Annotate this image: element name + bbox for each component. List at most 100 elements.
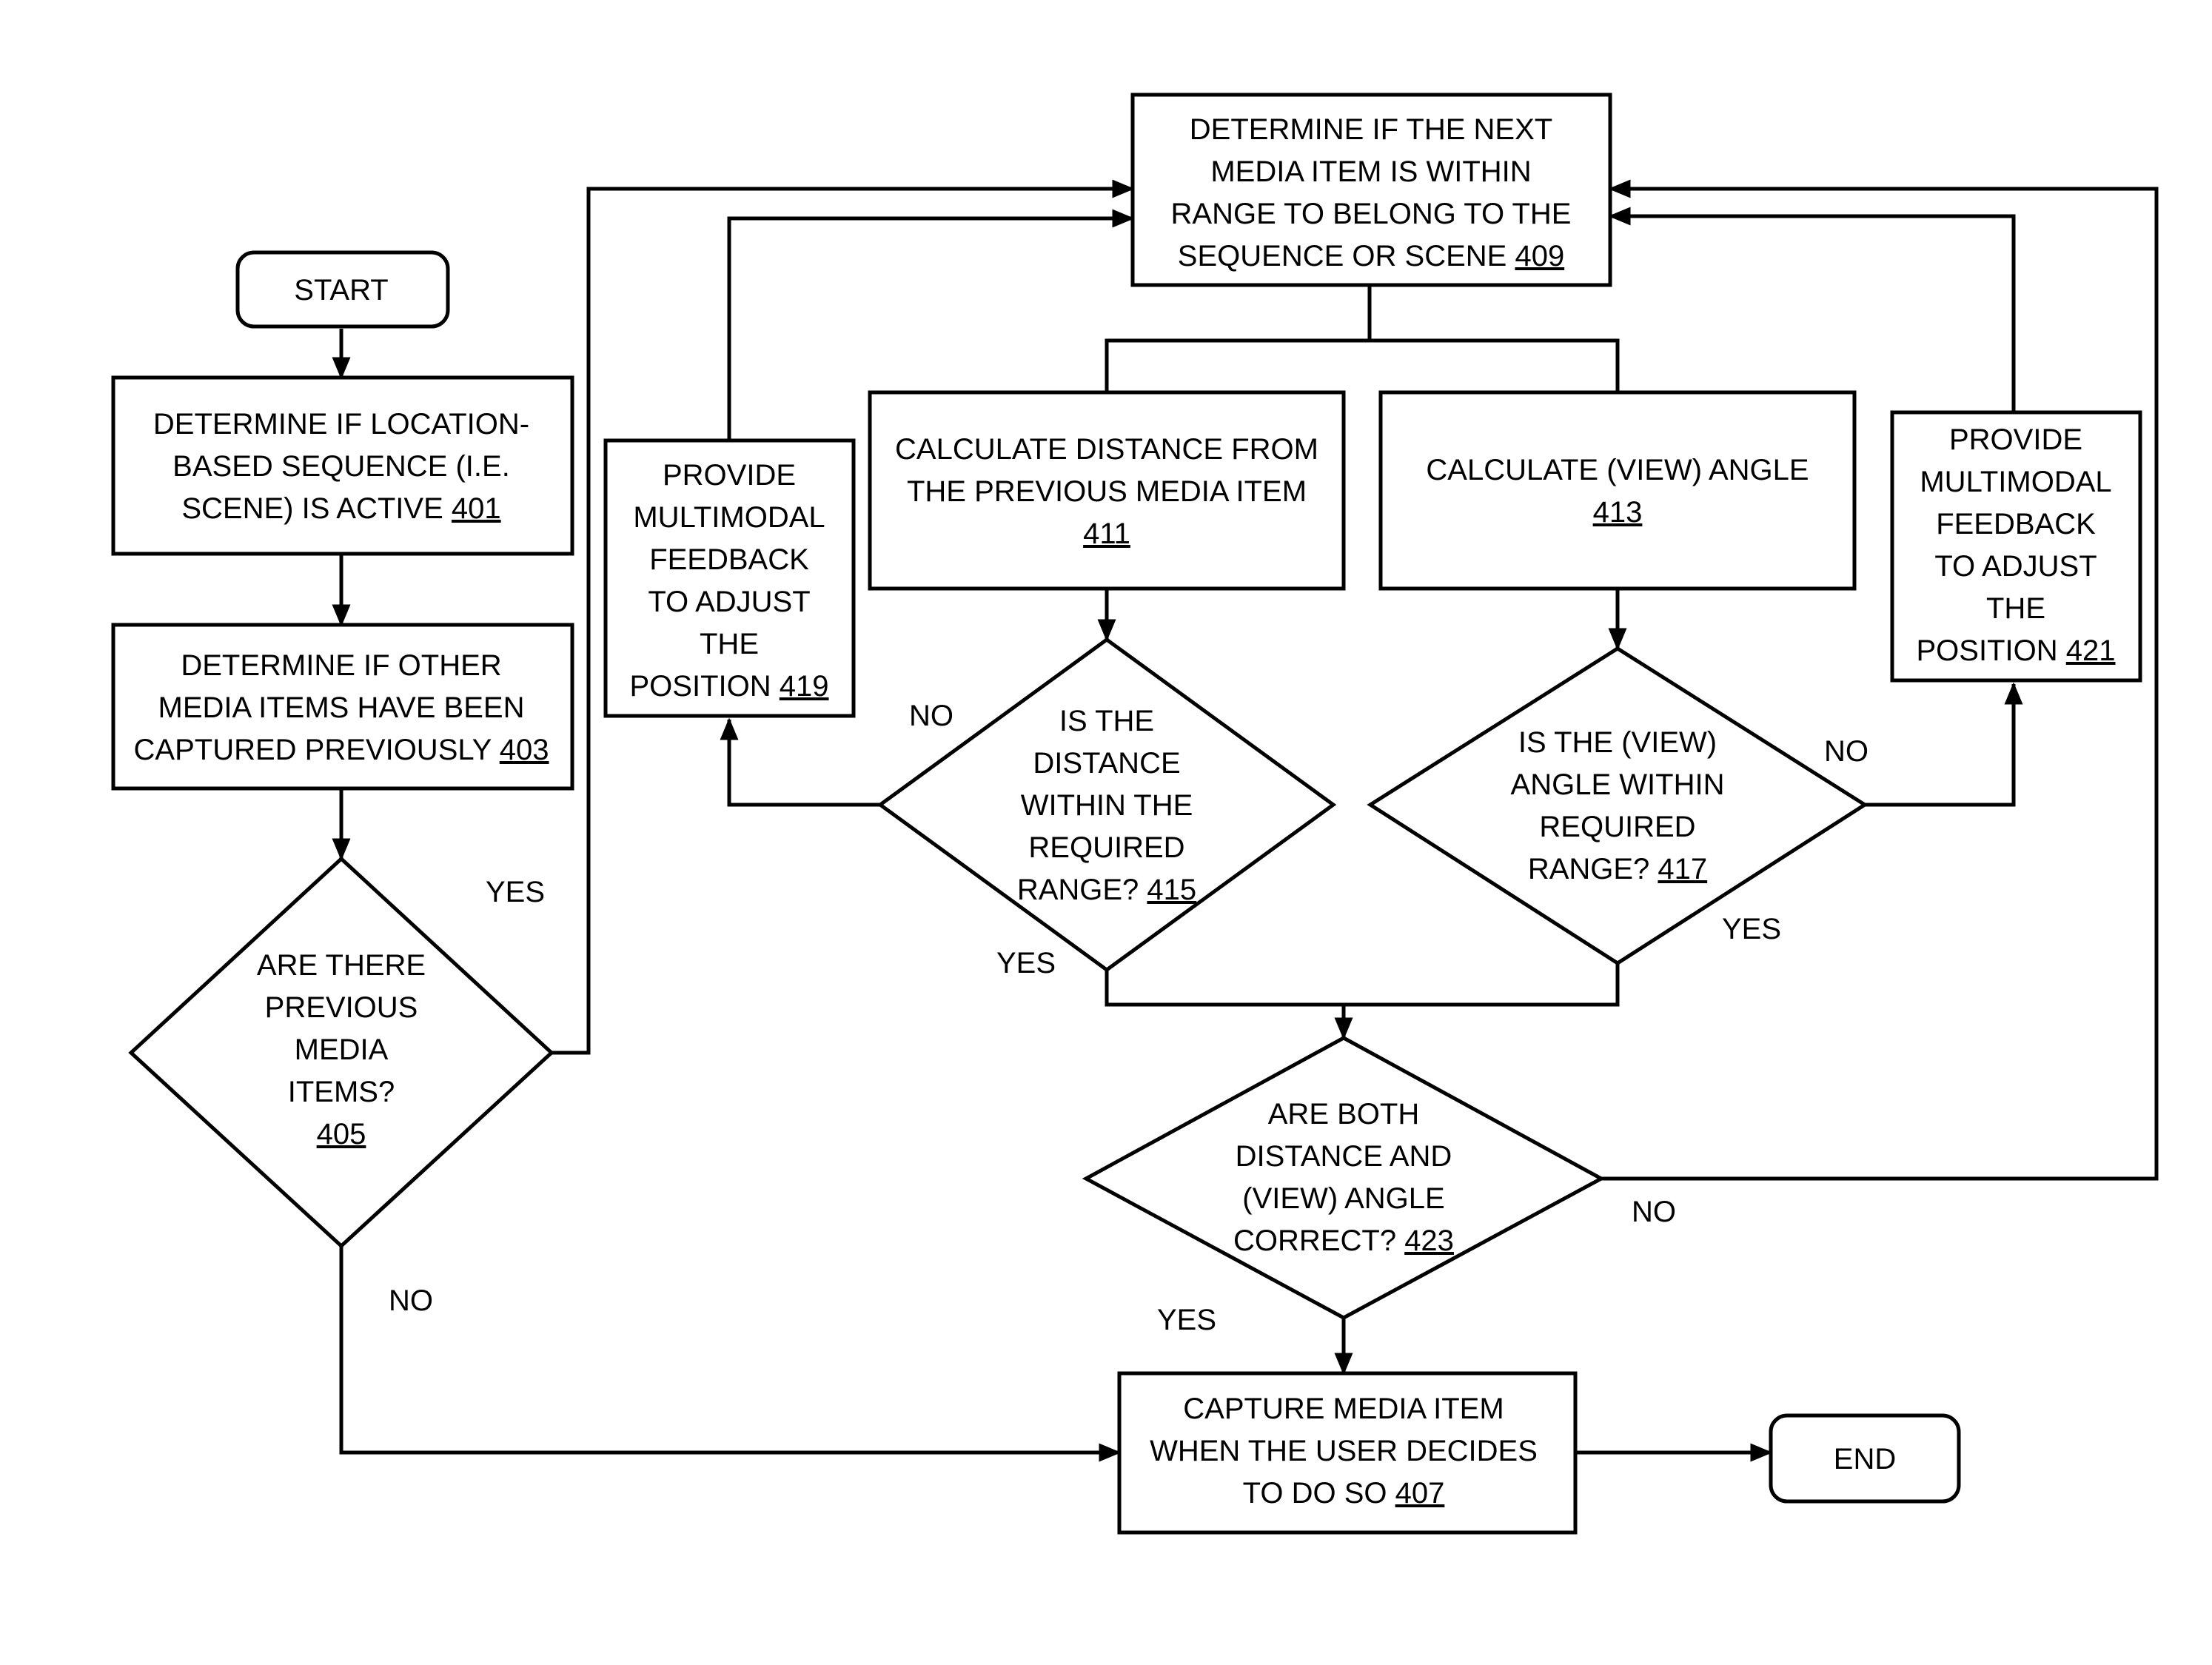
n419-line-text: MULTIMODAL: [633, 501, 825, 534]
n409-line-text: MEDIA ITEM IS WITHIN: [1210, 155, 1531, 188]
n411-line-text: CALCULATE DISTANCE FROM: [895, 433, 1318, 466]
n415-line-text: IS THE: [1059, 705, 1154, 737]
start-line-text: START: [294, 274, 388, 306]
n401-ref-number: 401: [452, 492, 501, 525]
n421-line-5: THE: [1986, 592, 2045, 625]
n419-line-text: FEEDBACK: [649, 543, 809, 576]
n407-ref-number: 407: [1395, 1477, 1445, 1510]
n403-line-2: MEDIA ITEMS HAVE BEEN: [158, 691, 525, 724]
n423-line-text: ARE BOTH: [1268, 1098, 1419, 1130]
n419-line-6: POSITION 419: [630, 670, 829, 703]
n419-line-text: THE: [700, 628, 759, 660]
decision-417: [1370, 649, 1865, 963]
n403-line-1: DETERMINE IF OTHER: [181, 649, 501, 682]
n421-line-1: PROVIDE: [1949, 423, 2082, 456]
n407-line-text: WHEN THE USER DECIDES: [1150, 1435, 1538, 1467]
n415-ref-number: 415: [1147, 874, 1196, 906]
label-yes-417: YES: [1722, 913, 1781, 945]
label-no-415: NO: [909, 700, 953, 732]
n401-line-2: BASED SEQUENCE (I.E.: [172, 450, 510, 483]
edge-423-no-409: [1601, 189, 2156, 1179]
n417-line-text: REQUIRED: [1539, 811, 1695, 843]
n417-line-text: IS THE (VIEW): [1518, 726, 1717, 759]
n419-line-5: THE: [700, 628, 759, 660]
n417-line-3: REQUIRED: [1539, 811, 1695, 843]
n421-line-text: THE: [1986, 592, 2045, 625]
n407-line-text: TO DO SO: [1243, 1477, 1395, 1510]
n423-line-4: CORRECT? 423: [1233, 1225, 1454, 1257]
label-yes-405: YES: [486, 876, 545, 908]
n419-line-text: POSITION: [630, 670, 780, 703]
n421-line-3: FEEDBACK: [1936, 508, 2096, 540]
n421-line-text: PROVIDE: [1949, 423, 2082, 456]
n401-line-3: SCENE) IS ACTIVE 401: [181, 492, 500, 525]
n409-line-text: DETERMINE IF THE NEXT: [1190, 113, 1552, 146]
n411-line-3: 411: [1083, 517, 1130, 550]
n421-line-2: MULTIMODAL: [1920, 466, 2111, 498]
n417-line-2: ANGLE WITHIN: [1511, 768, 1725, 801]
label-no-423: NO: [1632, 1196, 1676, 1228]
n417-ref-number: 417: [1658, 853, 1707, 885]
n409-line-text: RANGE TO BELONG TO THE: [1171, 198, 1572, 230]
n411-ref-number: 411: [1083, 517, 1130, 550]
n409-line-1: DETERMINE IF THE NEXT: [1190, 113, 1552, 146]
n403-line-text: MEDIA ITEMS HAVE BEEN: [158, 691, 525, 724]
n411-line-text: THE PREVIOUS MEDIA ITEM: [907, 475, 1307, 508]
n421-ref-number: 421: [2066, 634, 2116, 667]
label-no-417: NO: [1824, 735, 1869, 768]
n415-line-4: REQUIRED: [1028, 831, 1184, 864]
n409-line-2: MEDIA ITEM IS WITHIN: [1210, 155, 1531, 188]
n419-line-3: FEEDBACK: [649, 543, 809, 576]
n407-line-2: WHEN THE USER DECIDES: [1150, 1435, 1538, 1467]
n401-line-1: DETERMINE IF LOCATION-: [153, 408, 529, 440]
edge-417-yes-423: [1344, 963, 1618, 1005]
n405-line-3: MEDIA: [295, 1033, 389, 1066]
edge-405-no-407: [341, 1246, 1119, 1453]
n405-line-text: MEDIA: [295, 1033, 389, 1066]
n419-ref-number: 419: [780, 670, 829, 703]
label-yes-423: YES: [1157, 1304, 1216, 1336]
n405-line-text: ITEMS?: [288, 1076, 395, 1108]
n401-line-text: DETERMINE IF LOCATION-: [153, 408, 529, 440]
n415-line-text: RANGE?: [1017, 874, 1147, 906]
n415-line-3: WITHIN THE: [1021, 789, 1193, 822]
n405-line-1: ARE THERE: [257, 949, 426, 982]
n419-line-4: TO ADJUST: [648, 586, 810, 618]
n423-line-text: DISTANCE AND: [1236, 1140, 1452, 1173]
label-no-405: NO: [389, 1284, 433, 1317]
n403-line-text: CAPTURED PREVIOUSLY: [134, 734, 500, 766]
n419-line-1: PROVIDE: [663, 459, 796, 492]
n411-line-1: CALCULATE DISTANCE FROM: [895, 433, 1318, 466]
n407-line-3: TO DO SO 407: [1243, 1477, 1445, 1510]
n421-line-text: FEEDBACK: [1936, 508, 2096, 540]
n417-line-1: IS THE (VIEW): [1518, 726, 1717, 759]
n401-line-text: BASED SEQUENCE (I.E.: [172, 450, 510, 483]
n423-line-text: (VIEW) ANGLE: [1242, 1182, 1444, 1215]
n405-line-text: ARE THERE: [257, 949, 426, 982]
n417-line-4: RANGE? 417: [1528, 853, 1707, 885]
n423-line-1: ARE BOTH: [1268, 1098, 1419, 1130]
n403-line-3: CAPTURED PREVIOUSLY 403: [134, 734, 549, 766]
n423-line-text: CORRECT?: [1233, 1225, 1404, 1257]
n415-line-1: IS THE: [1059, 705, 1154, 737]
label-yes-415: YES: [996, 947, 1056, 979]
end-line-1: END: [1834, 1443, 1896, 1475]
n421-line-text: POSITION: [1917, 634, 2066, 667]
n413-line-2: 413: [1593, 496, 1643, 529]
n423-ref-number: 423: [1404, 1225, 1454, 1257]
edge-417-no-421: [1865, 684, 2014, 805]
n405-line-2: PREVIOUS: [265, 991, 418, 1024]
n409-ref-number: 409: [1515, 240, 1564, 272]
n419-line-text: PROVIDE: [663, 459, 796, 492]
edge-415-no-419: [729, 720, 880, 805]
end-line-text: END: [1834, 1443, 1896, 1475]
n409-line-4: SEQUENCE OR SCENE 409: [1178, 240, 1564, 272]
n405-line-5: 405: [317, 1118, 366, 1150]
n421-line-text: MULTIMODAL: [1920, 466, 2111, 498]
edge-415-yes-423: [1107, 970, 1344, 1038]
n417-line-text: ANGLE WITHIN: [1511, 768, 1725, 801]
n415-line-2: DISTANCE: [1033, 747, 1180, 780]
n409-line-3: RANGE TO BELONG TO THE: [1171, 198, 1572, 230]
process-413: [1381, 392, 1854, 589]
